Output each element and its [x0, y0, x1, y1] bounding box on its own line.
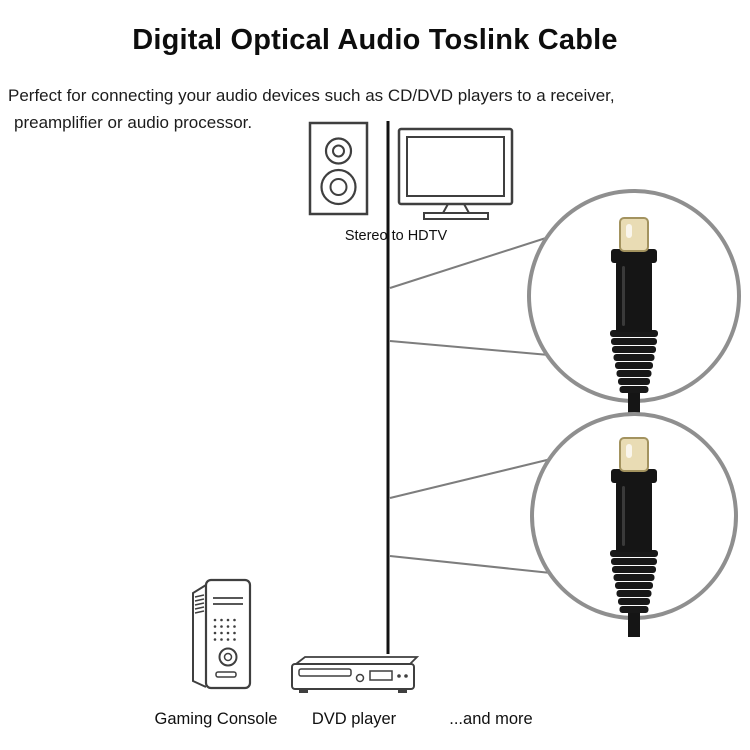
description-line-2: preamplifier or audio processor.: [14, 113, 253, 132]
label-dvd-player: DVD player: [311, 710, 397, 728]
speaker-icon: [308, 121, 369, 216]
page-title: Digital Optical Audio Toslink Cable: [132, 24, 618, 56]
label-and-more: ...and more: [449, 710, 533, 728]
description-line-1: Perfect for connecting your audio device…: [8, 86, 615, 105]
label-stereo-to-hdtv: Stereo to HDTV: [344, 228, 448, 244]
connector-closeup-top: [527, 189, 741, 418]
label-gaming-console: Gaming Console: [154, 710, 278, 728]
gaming-console-icon: [192, 578, 252, 690]
tv-icon: [397, 127, 514, 220]
dvd-player-icon: [291, 656, 420, 693]
zoom-callout-lines: [389, 236, 552, 574]
connector-closeup-bottom: [530, 412, 738, 638]
